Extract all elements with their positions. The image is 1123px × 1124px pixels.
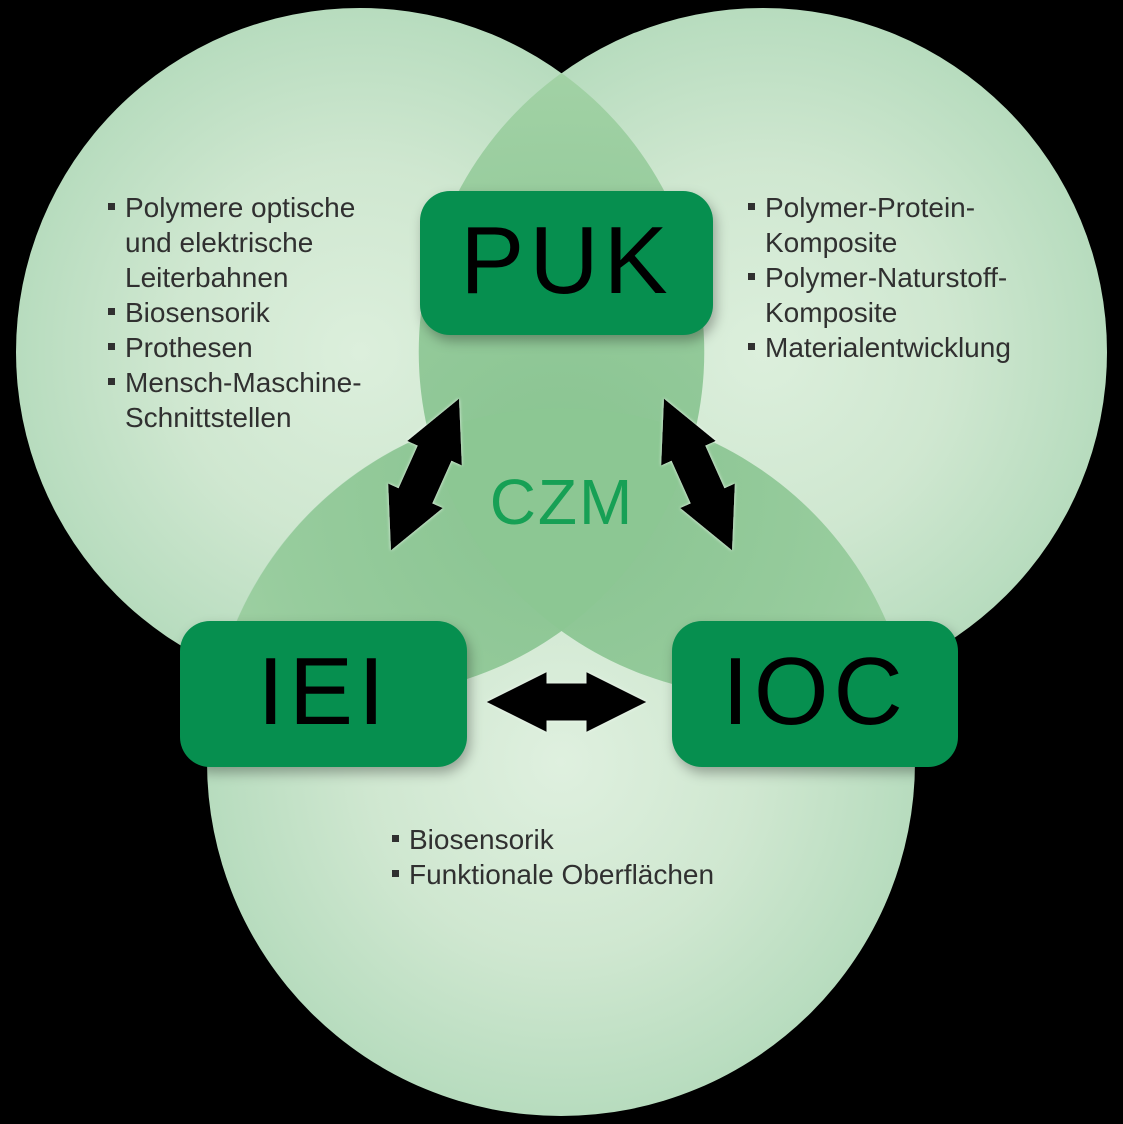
- node-ioc: IOC: [672, 621, 958, 767]
- list-bottom: Biosensorik Funktionale Oberflächen: [392, 822, 822, 892]
- core-overlap: [428, 407, 695, 631]
- list-top-left: Polymere optische und elektrische Leiter…: [108, 190, 386, 435]
- node-iei: IEI: [180, 621, 467, 767]
- arrow-puk-iei-icon: [388, 398, 462, 551]
- list-item: Polymer-Naturstoff-Komposite: [748, 260, 1053, 330]
- node-puk-label: PUK: [460, 207, 673, 314]
- list-item: Biosensorik: [108, 295, 386, 330]
- list-item: Materialentwicklung: [748, 330, 1053, 365]
- arrow-puk-ioc-icon: [661, 398, 735, 551]
- arrows-group: [388, 398, 735, 732]
- list-item: Biosensorik: [392, 822, 822, 857]
- node-ioc-label: IOC: [722, 638, 908, 745]
- list-item: Funktionale Oberflächen: [392, 857, 822, 892]
- list-item: Polymere optische und elektrische Leiter…: [108, 190, 386, 295]
- list-item: Mensch-Maschine-Schnittstellen: [108, 365, 386, 435]
- list-item: Prothesen: [108, 330, 386, 365]
- node-iei-label: IEI: [257, 638, 390, 745]
- node-puk: PUK: [420, 191, 713, 335]
- list-top-right: Polymer-Protein-Komposite Polymer-Naturs…: [748, 190, 1053, 365]
- center-label: CZM: [489, 466, 635, 538]
- list-item: Polymer-Protein-Komposite: [748, 190, 1053, 260]
